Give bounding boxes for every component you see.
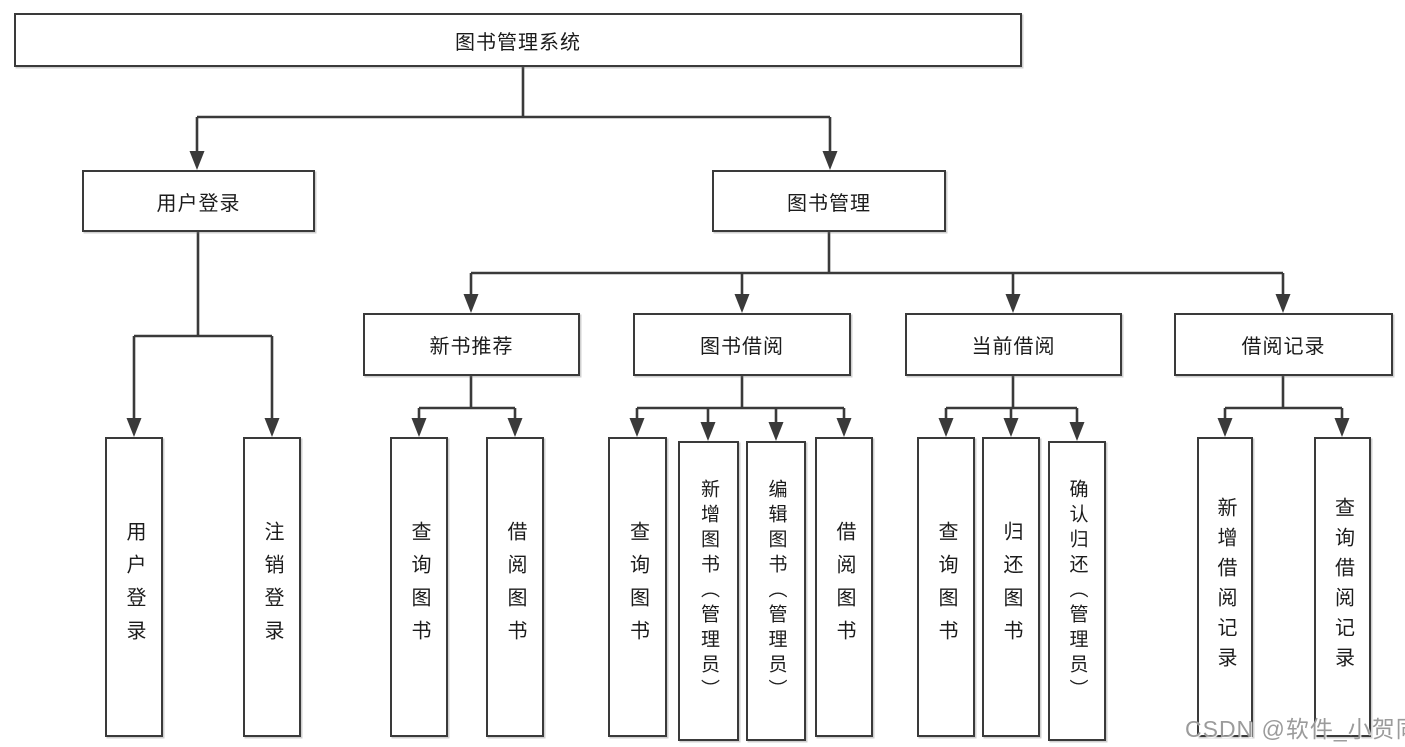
- connector-current-borrow-branch: [938, 376, 1085, 441]
- node-new-book-recommendation: 新书推荐: [363, 313, 580, 376]
- node-book-borrowing: 图书借阅: [633, 313, 851, 376]
- node-leaf-bb-query-books: 查询图书: [608, 437, 667, 737]
- node-leaf-user-login: 用户登录: [105, 437, 163, 737]
- node-leaf-br-query-record: 查询借阅记录: [1314, 437, 1371, 737]
- node-leaf-br-add-record: 新增借阅记录: [1197, 437, 1253, 737]
- node-leaf-bb-borrow-books: 借阅图书: [815, 437, 873, 737]
- csdn-watermark: CSDN @软件_小贺同学: [1185, 716, 1405, 742]
- connector-new-book-rec-branch: [411, 376, 523, 437]
- node-leaf-cb-confirm-return-admin: 确认归还（管理员）: [1048, 441, 1106, 741]
- node-leaf-cb-return-books: 归还图书: [982, 437, 1040, 737]
- node-book-management: 图书管理: [712, 170, 946, 232]
- node-library-management-system: 图书管理系统: [14, 13, 1022, 67]
- node-borrowing-records: 借阅记录: [1174, 313, 1393, 376]
- node-user-login: 用户登录: [82, 170, 315, 232]
- node-leaf-bb-add-books-admin: 新增图书（管理员）: [678, 441, 739, 741]
- node-current-borrowing: 当前借阅: [905, 313, 1122, 376]
- node-leaf-rec-borrow-books: 借阅图书: [486, 437, 544, 737]
- connector-book-mgmt-branch: [463, 232, 1291, 313]
- node-leaf-logout: 注销登录: [243, 437, 301, 737]
- node-leaf-rec-query-books: 查询图书: [390, 437, 448, 737]
- node-leaf-cb-query-books: 查询图书: [917, 437, 975, 737]
- connector-user-login-branch: [126, 232, 280, 437]
- node-leaf-bb-edit-books-admin: 编辑图书（管理员）: [746, 441, 806, 741]
- connector-root-to-level2: [189, 67, 838, 170]
- connector-borrow-records-branch: [1217, 376, 1350, 437]
- connector-book-borrow-branch: [629, 376, 852, 441]
